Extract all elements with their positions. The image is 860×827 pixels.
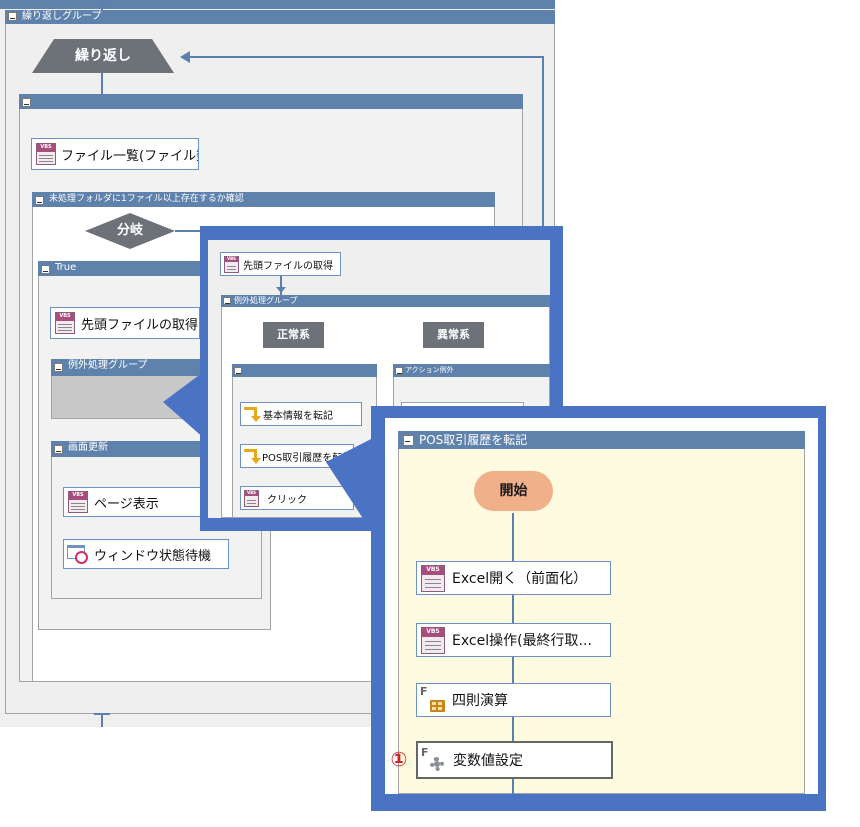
collapse-toggle-icon[interactable] <box>22 98 31 107</box>
check-group-header[interactable]: 未処理フォルダに1ファイル以上存在するか確認 <box>32 192 495 207</box>
abnormal-label[interactable]: 異常系 <box>423 322 484 348</box>
pos-history-node[interactable]: POS取引履歴を転記 <box>240 444 354 468</box>
normal-label[interactable]: 正常系 <box>263 322 324 348</box>
zoom2-connectors <box>512 513 514 794</box>
window-clock-icon <box>67 543 89 565</box>
expand-toggle-icon[interactable] <box>54 363 63 372</box>
arith-node[interactable]: F 四則演算 <box>416 683 611 717</box>
collapse-toggle-icon[interactable] <box>41 265 50 274</box>
zoom2-group-title: POS取引履歴を転記 <box>419 433 528 447</box>
excel-op-node[interactable]: VBS Excel操作(最終行取... <box>416 623 611 657</box>
branch-label: 分岐 <box>116 223 143 238</box>
screen-refresh-title: 画面更新 <box>68 442 108 453</box>
vbs-script-icon: VBS <box>224 255 239 273</box>
check-group-title: 未処理フォルダに1ファイル以上存在するか確認 <box>49 194 244 204</box>
subroutine-arrow-icon <box>244 406 261 422</box>
vbs-script-icon: VBS <box>421 626 445 654</box>
collapse-toggle-icon[interactable] <box>395 367 403 375</box>
start-label: 開始 <box>499 483 528 499</box>
vbs-script-icon: VBS <box>36 143 56 165</box>
vbs-script-icon: VBS <box>421 564 445 592</box>
zoom1-exception-group-header[interactable]: 例外処理グループ <box>221 295 550 307</box>
zoom2-group-header[interactable]: POS取引履歴を転記 <box>398 431 805 449</box>
loop-group-header-bar[interactable]: 繰り返しグループ <box>5 10 555 24</box>
true-label: True <box>55 262 77 273</box>
container-group-header[interactable] <box>19 94 523 109</box>
vbs-script-icon: VBS <box>55 312 75 334</box>
vbs-script-icon: VBS <box>244 489 259 507</box>
basic-info-node[interactable]: 基本情報を転記 <box>240 402 362 426</box>
var-set-node[interactable]: F 変数値設定 <box>416 741 613 779</box>
loop-group-header[interactable] <box>0 0 555 9</box>
function-calc-icon: F <box>420 685 446 714</box>
get-first-file-node[interactable]: VBS 先頭ファイルの取得 <box>50 307 200 339</box>
callout-number-badge: ① <box>390 747 408 771</box>
zoom1-normal-group-header[interactable] <box>232 364 377 377</box>
zoom1-action-exception-header[interactable]: アクション例外 <box>393 364 550 377</box>
collapse-toggle-icon[interactable] <box>54 445 63 454</box>
collapse-toggle-icon[interactable] <box>8 12 17 21</box>
exception-group-header[interactable]: 例外処理グループ <box>51 359 213 376</box>
zoom2-canvas: POS取引履歴を転記 開始 VBS Excel開く（前面化） VBS Excel… <box>385 418 818 794</box>
zoom2-group-body <box>398 449 805 794</box>
collapse-toggle-icon[interactable] <box>223 297 231 305</box>
collapse-toggle-icon[interactable] <box>35 196 44 205</box>
excel-open-node[interactable]: VBS Excel開く（前面化） <box>416 561 611 595</box>
subroutine-arrow-icon <box>244 448 261 464</box>
collapse-toggle-icon[interactable] <box>403 435 414 446</box>
loop-shape[interactable] <box>32 39 174 73</box>
start-node[interactable] <box>474 471 553 511</box>
exception-group-title: 例外処理グループ <box>68 360 148 371</box>
collapse-toggle-icon[interactable] <box>234 367 242 375</box>
vbs-script-icon: VBS <box>68 491 88 513</box>
window-wait-node[interactable]: ウィンドウ状態待機 <box>63 539 229 569</box>
function-gear-icon: F <box>421 746 447 774</box>
loop-group-title: 繰り返しグループ <box>22 11 102 22</box>
zoom1-get-first-file-node[interactable]: VBS 先頭ファイルの取得 <box>220 252 341 276</box>
file-list-node[interactable]: VBS ファイル一覧(ファイル数... <box>31 138 199 170</box>
page-display-node[interactable]: VBS ページ表示 <box>63 487 226 517</box>
loop-label: 繰り返し <box>75 48 131 64</box>
click-node[interactable]: VBS クリック <box>240 486 354 510</box>
